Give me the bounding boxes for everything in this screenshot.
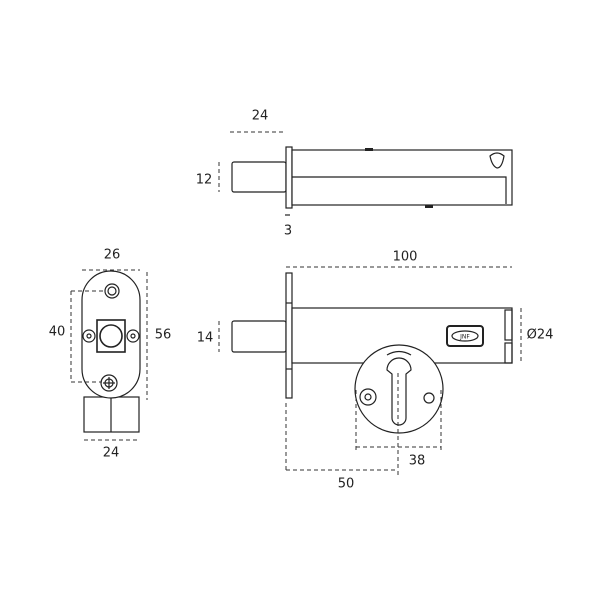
dim-front-pin-diameter: 14	[197, 331, 214, 346]
side-view: 26 40 56 24	[49, 248, 172, 461]
logo-oval	[451, 330, 479, 342]
dim-top-flange: 3	[284, 224, 292, 239]
top-view: 24 12 3	[196, 109, 513, 239]
dim-top-pin-length: 24	[252, 109, 269, 124]
flange	[285, 272, 293, 399]
screw-hole	[100, 374, 118, 392]
dim-plate-height: 56	[155, 328, 172, 343]
dim-overall-length: 100	[393, 250, 418, 265]
front-view: 100 JNF Ø24 14 38 50	[197, 250, 554, 492]
release-hole	[489, 152, 505, 169]
screw-hole	[126, 329, 140, 343]
flange	[285, 146, 293, 209]
dim-backset: 50	[338, 477, 355, 492]
rivet	[365, 148, 373, 151]
screw-hole-inner	[130, 333, 136, 339]
dim-hole-centres: 40	[49, 325, 66, 340]
keyhole-rim	[386, 350, 412, 356]
dim-top-pin-diameter: 12	[196, 173, 213, 188]
logo-frame	[446, 325, 484, 347]
dim-body-diameter: Ø24	[527, 328, 554, 343]
keyhole-cutout	[386, 357, 412, 426]
dim-hole-spacing: 38	[409, 454, 426, 469]
screw-hole	[423, 392, 435, 404]
bolt-pin	[231, 161, 287, 193]
dim-body-width: 24	[103, 446, 120, 461]
logo-text: JNF	[459, 334, 470, 341]
end-cap	[504, 309, 513, 341]
screw-hole	[104, 283, 120, 299]
face-plate	[81, 270, 141, 399]
screw-hole	[359, 388, 377, 406]
end-cap	[504, 342, 513, 364]
logo-badge: JNF	[446, 325, 484, 347]
rivet	[425, 205, 433, 208]
screw-hole-inner	[86, 333, 92, 339]
body-edge	[292, 176, 507, 204]
screw-hole-inner	[364, 393, 372, 401]
escutcheon	[354, 344, 444, 434]
dim-plate-width: 26	[104, 248, 121, 263]
pin-housing	[96, 319, 126, 353]
bolt-pin-end	[99, 324, 123, 348]
screw-hole	[82, 329, 96, 343]
bolt-pin	[231, 320, 287, 353]
screw-hole-inner	[107, 286, 117, 296]
